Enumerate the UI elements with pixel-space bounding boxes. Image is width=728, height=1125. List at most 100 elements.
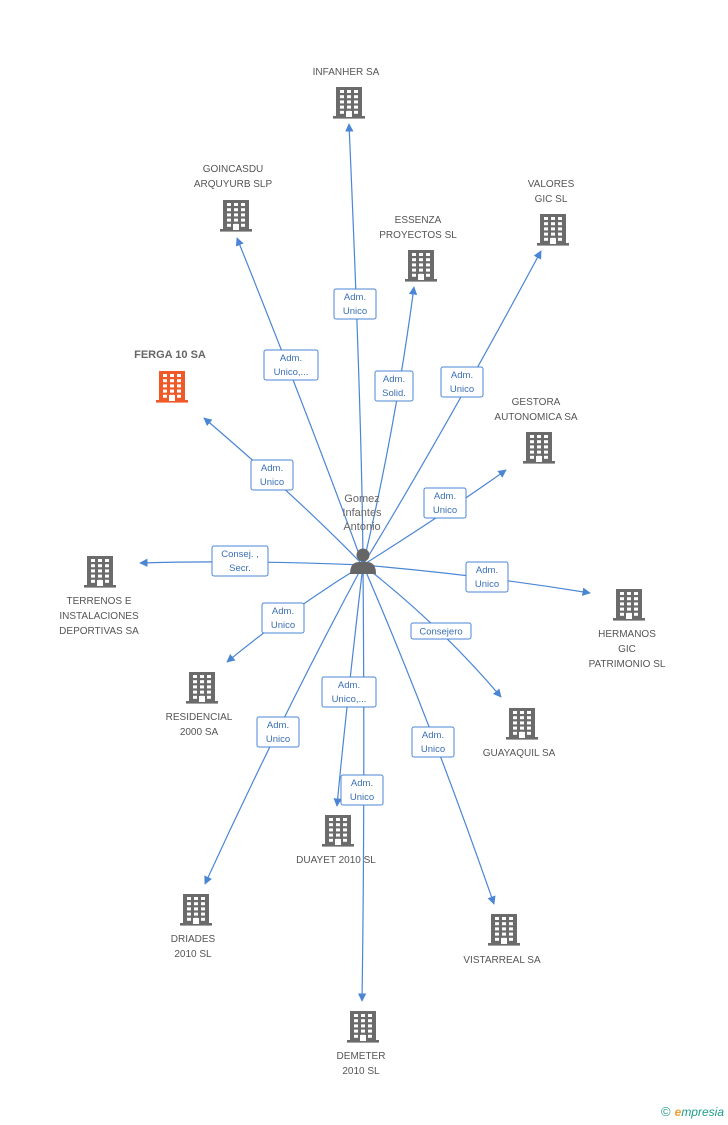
company-node-infanher[interactable]: INFANHER SA <box>313 67 380 119</box>
company-node-valores[interactable]: VALORES GIC SL <box>528 179 575 246</box>
company-name: TERRENOS E <box>66 596 131 607</box>
brand-initial: e <box>674 1105 682 1119</box>
company-node-goincasdu[interactable]: GOINCASDU ARQUYURB SLP <box>194 164 273 232</box>
relation-text: Adm. <box>338 680 360 691</box>
company-node-driades[interactable]: DRIADES 2010 SL <box>171 894 216 960</box>
company-node-duayet[interactable]: DUAYET 2010 SL <box>296 815 376 866</box>
building-icon <box>613 589 645 621</box>
relation-label-duayet[interactable]: Adm. Unico,... <box>321 676 377 708</box>
company-name: PROYECTOS SL <box>379 230 457 241</box>
company-name: ESSENZA <box>395 215 442 226</box>
building-icon <box>84 556 116 588</box>
company-name: GUAYAQUIL SA <box>483 748 556 759</box>
building-icon <box>156 371 188 403</box>
company-name: 2010 SL <box>342 1066 380 1077</box>
company-node-demeter[interactable]: DEMETER 2010 SL <box>337 1011 386 1077</box>
relation-text: Adm. <box>344 292 366 303</box>
building-icon <box>405 250 437 282</box>
relation-text: Adm. <box>476 565 498 576</box>
relation-label-valores[interactable]: Adm. Unico <box>440 366 484 398</box>
relation-text: Unico <box>350 792 374 803</box>
relation-text: Adm. <box>267 720 289 731</box>
company-name: INSTALACIONES <box>59 611 139 622</box>
company-name: ARQUYURB SLP <box>194 179 273 190</box>
relation-label-residencial[interactable]: Adm.Unico <box>261 602 305 634</box>
relation-label-goincasdu[interactable]: Adm. Unico,... <box>263 349 319 381</box>
relation-box <box>256 716 300 748</box>
company-node-vistarreal[interactable]: VISTARREAL SA <box>463 914 541 966</box>
relation-label-terrenos[interactable]: Consej. , Secr. <box>211 545 269 577</box>
relation-box <box>211 545 269 577</box>
relation-label-driades[interactable]: Adm. Unico <box>256 716 300 748</box>
relation-box <box>411 726 455 758</box>
relation-text: Unico <box>433 505 457 516</box>
brand-name: mpresia <box>681 1105 724 1119</box>
person-name: Gomez <box>344 493 379 505</box>
company-name: GIC <box>618 644 636 655</box>
company-name: VALORES <box>528 179 575 190</box>
relation-text: Adm. <box>434 491 456 502</box>
building-icon <box>220 200 252 232</box>
company-name: 2000 SA <box>180 727 219 738</box>
relation-label-hermanos[interactable]: Adm.Unico <box>465 561 509 593</box>
relation-label-infanher[interactable]: Adm. Unico <box>333 288 377 320</box>
relation-text: Unico <box>266 734 290 745</box>
company-name: DUAYET 2010 SL <box>296 855 376 866</box>
relation-box <box>465 561 509 593</box>
relation-label-ferga[interactable]: Adm.Unico <box>250 459 294 491</box>
company-name: DRIADES <box>171 934 216 945</box>
company-name: GOINCASDU <box>203 164 264 175</box>
company-node-guayaquil[interactable]: GUAYAQUIL SA <box>483 708 556 759</box>
company-name: INFANHER SA <box>313 67 380 78</box>
company-name: FERGA 10 SA <box>134 349 206 361</box>
company-name: 2010 SL <box>174 949 212 960</box>
relation-label-vistarreal[interactable]: Adm.Unico <box>411 726 455 758</box>
relation-text: Adm. <box>451 370 473 381</box>
relation-label-essenza[interactable]: Adm.Solid. <box>374 370 414 402</box>
relation-box <box>321 676 377 708</box>
relation-label-demeter[interactable]: Adm.Unico <box>340 774 384 806</box>
relation-text: Unico <box>271 620 295 631</box>
company-name: DEMETER <box>337 1051 386 1062</box>
building-icon <box>322 815 354 847</box>
building-icon <box>347 1011 379 1043</box>
relation-text: Adm. <box>383 374 405 385</box>
company-name: DEPORTIVAS SA <box>59 626 139 637</box>
relation-text: Unico <box>343 306 367 317</box>
relation-box <box>374 370 414 402</box>
company-node-essenza[interactable]: ESSENZA PROYECTOS SL <box>379 215 457 282</box>
relation-text: Secr. <box>229 563 251 574</box>
relation-text: Consejero <box>419 627 462 638</box>
person-name: Antonio <box>343 521 380 533</box>
company-node-ferga[interactable]: FERGA 10 SA <box>134 349 206 403</box>
relation-box <box>261 602 305 634</box>
relation-text: Unico,... <box>274 367 309 378</box>
relation-text: Unico <box>421 744 445 755</box>
edge-ferga <box>203 417 364 566</box>
relation-label-gestora[interactable]: Adm. Unico <box>423 487 467 519</box>
company-node-terrenos[interactable]: TERRENOS E INSTALACIONES DEPORTIVAS SA <box>59 556 139 637</box>
relation-label-guayaquil[interactable]: Consejero <box>410 622 472 640</box>
relation-box <box>410 622 472 640</box>
relation-text: Unico <box>450 384 474 395</box>
company-name: GIC SL <box>535 194 568 205</box>
relation-box <box>333 288 377 320</box>
relation-box <box>440 366 484 398</box>
company-node-gestora[interactable]: GESTORA AUTONOMICA SA <box>494 397 578 464</box>
brand-footer: ©empresia <box>661 1104 724 1119</box>
building-icon <box>537 214 569 246</box>
nodes-layer: INFANHER SA GOINCASDU ARQUYURB SLP ESSENZA P… <box>59 67 666 1077</box>
relation-box <box>340 774 384 806</box>
company-name: GESTORA <box>512 397 561 408</box>
person-icon <box>350 548 376 574</box>
relation-text: Unico,... <box>332 694 367 705</box>
relation-text: Consej. , <box>221 549 259 560</box>
company-name: AUTONOMICA SA <box>494 412 577 423</box>
relation-text: Adm. <box>280 353 302 364</box>
building-icon <box>186 672 218 704</box>
copyright-icon: © <box>661 1104 671 1119</box>
building-icon <box>488 914 520 946</box>
